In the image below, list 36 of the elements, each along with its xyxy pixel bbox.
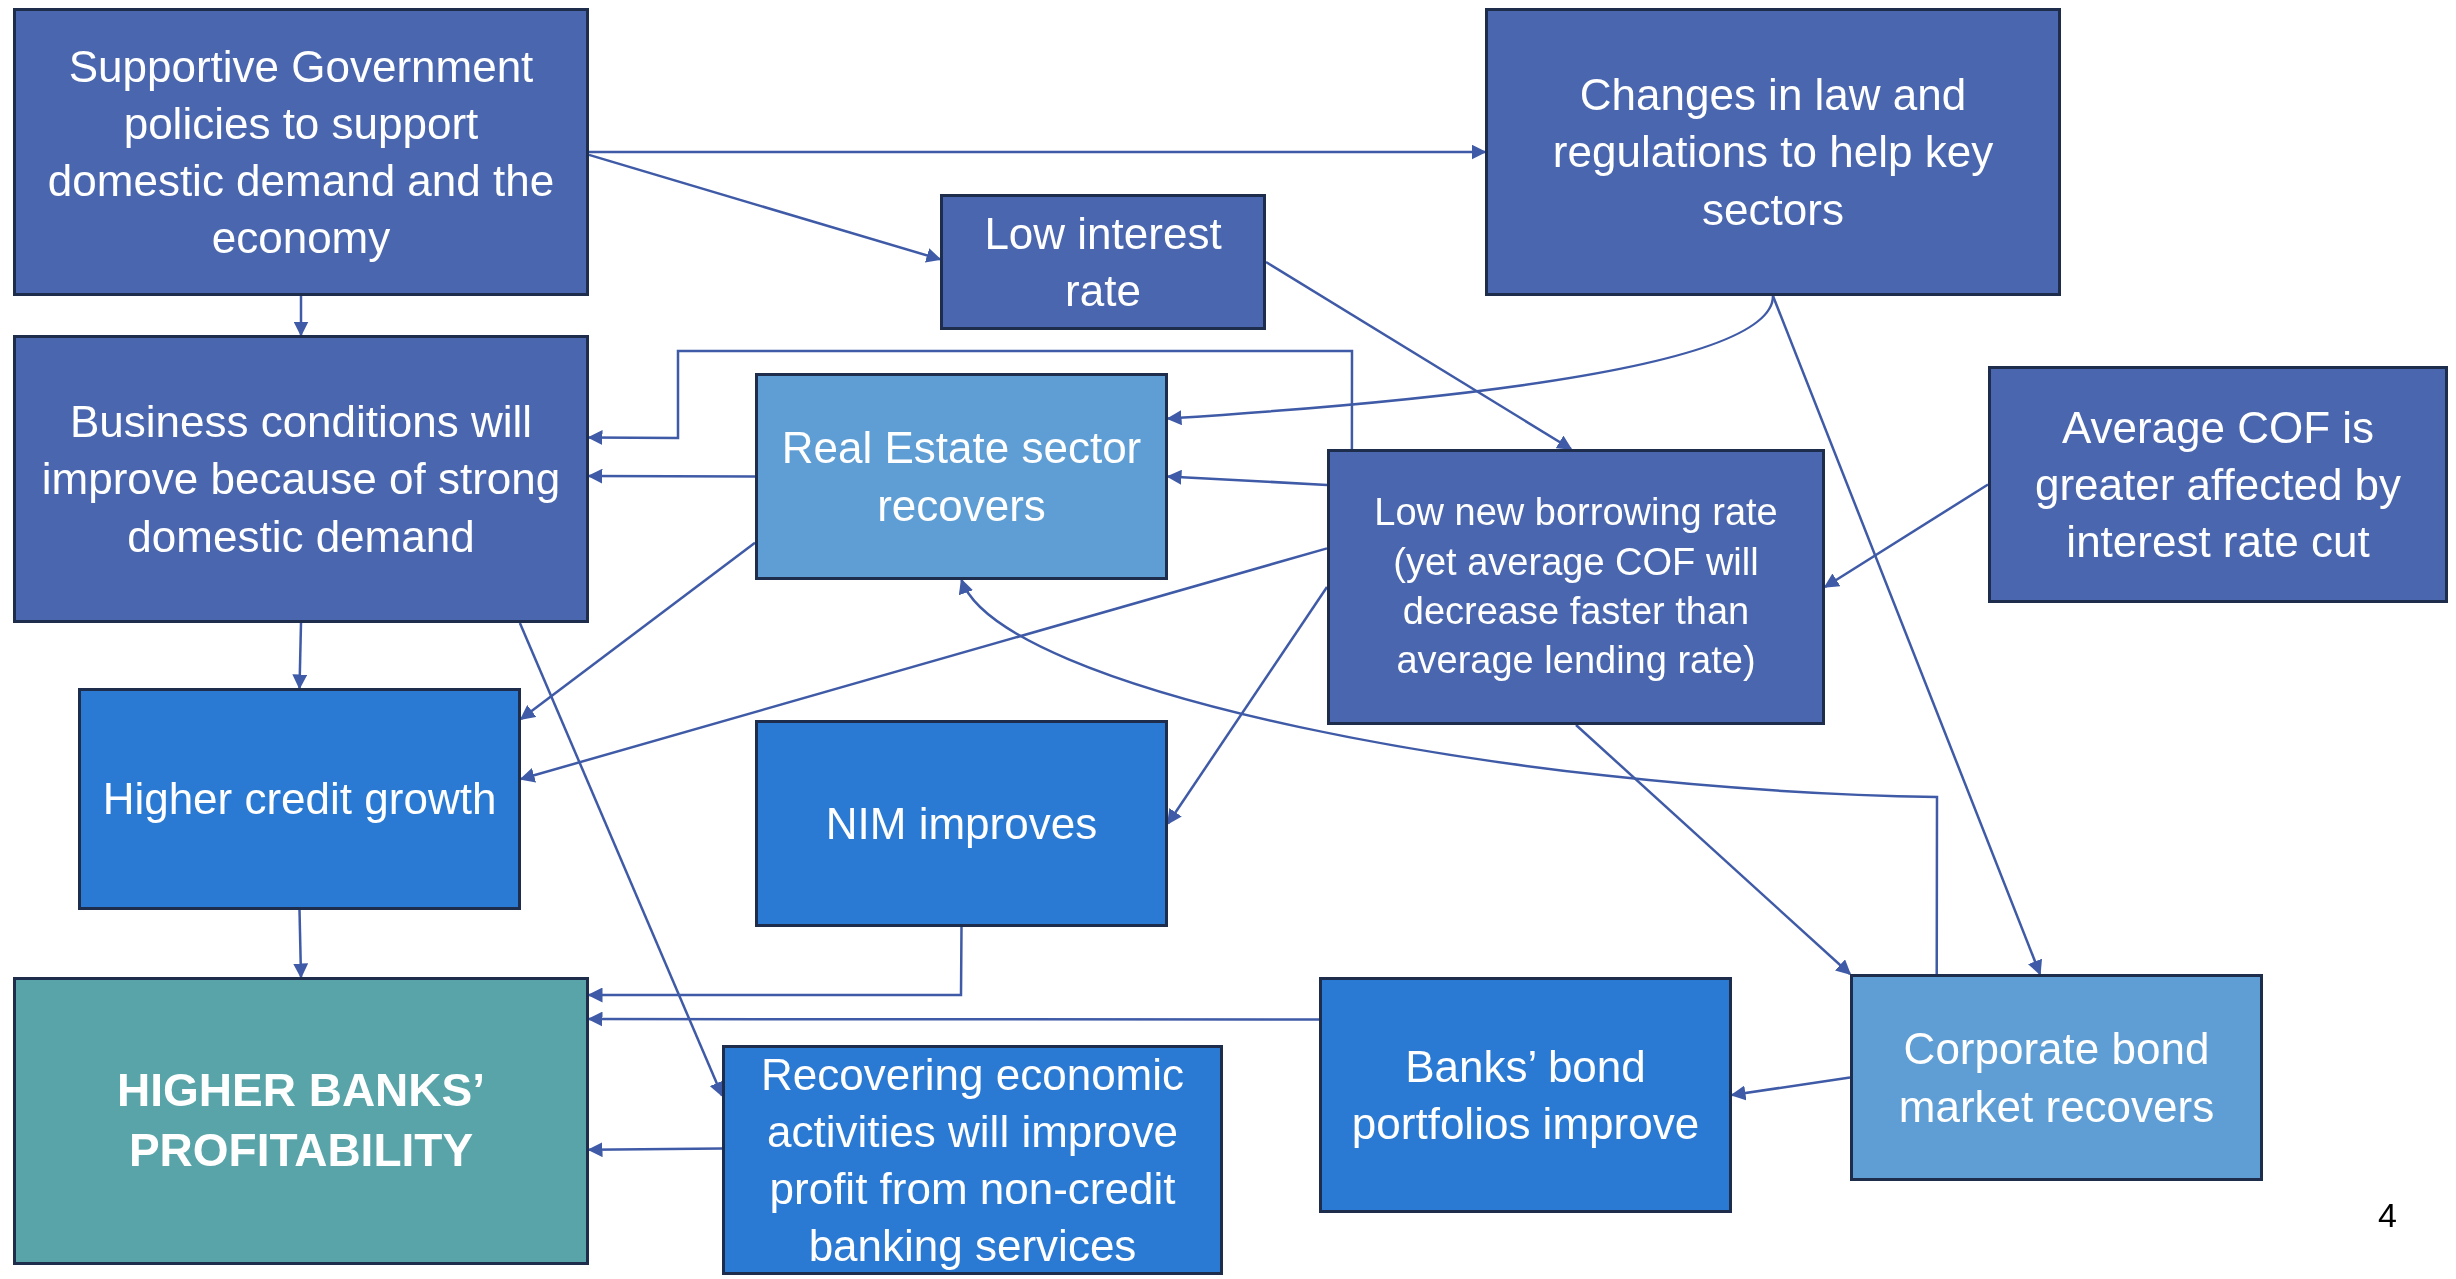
process-box: Business conditions will improve because of strong domestic demand — [13, 335, 589, 623]
arrow — [587, 349, 1354, 449]
arrow — [1166, 469, 1328, 487]
arrow — [1771, 295, 2042, 976]
process-box: NIM improves — [755, 720, 1168, 927]
process-box: Higher credit growth — [78, 688, 521, 910]
arrow — [587, 927, 963, 1003]
arrow — [292, 622, 308, 690]
arrow — [519, 547, 1328, 783]
arrow — [518, 622, 724, 1097]
process-box: Supportive Government policies to support domestic demand and the economy — [13, 8, 589, 296]
arrow — [1265, 260, 1573, 451]
process-box: Real Estate sector recovers — [755, 373, 1168, 580]
arrow — [588, 153, 942, 263]
arrow — [1166, 586, 1329, 825]
arrow — [960, 578, 1939, 974]
process-box: Recovering economic activities will improve profit from non-credit banking services — [722, 1045, 1223, 1275]
arrow — [293, 909, 309, 979]
arrow — [1166, 295, 1775, 426]
arrow — [519, 541, 756, 721]
arrow — [1575, 724, 1852, 975]
process-box: Banks’ bond portfolios improve — [1319, 977, 1732, 1213]
arrow — [1823, 483, 1989, 589]
arrow — [587, 468, 755, 484]
process-box: Average COF is greater affected by interest rate cut — [1988, 366, 2448, 603]
arrow — [587, 1142, 722, 1158]
arrow — [293, 296, 309, 337]
process-box: Low interest rate — [940, 194, 1266, 330]
process-box: Low new borrowing rate (yet average COF will decrease faster than average lending rate) — [1327, 449, 1825, 725]
process-box: Changes in law and regulations to help key sectors — [1485, 8, 2061, 296]
arrow — [1730, 1076, 1851, 1101]
arrow — [587, 1011, 1319, 1027]
result-box: HIGHER BANKS’ PROFITABILITY — [13, 977, 589, 1265]
page-number: 4 — [2378, 1196, 2397, 1235]
arrow — [589, 144, 1487, 160]
process-box: Corporate bond market recovers — [1850, 974, 2263, 1181]
